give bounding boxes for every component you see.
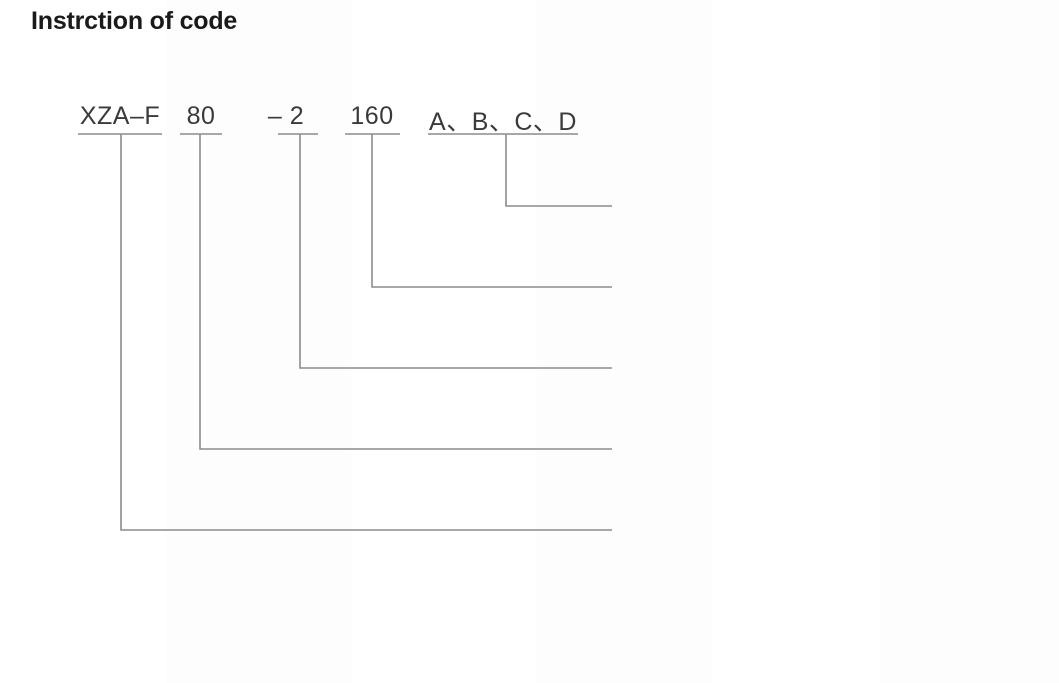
- page-title: Instrction of code: [31, 7, 238, 35]
- code-segment-performance-class: A、B、C、D: [429, 108, 577, 136]
- code-segment-discharge-diameter: 80: [186, 102, 216, 130]
- code-segment-series: XZA–F: [79, 102, 161, 130]
- leader-discharge-pipe-diameter: [199, 134, 612, 450]
- leader-line-group: [78, 133, 612, 531]
- leader-impeller-diameter: [371, 134, 612, 288]
- leader-company-code: [120, 134, 612, 531]
- leader-bearing-casing-number: [299, 134, 612, 369]
- code-segment-bearing-number: – 2: [267, 102, 305, 130]
- code-segment-impeller-diameter: 160: [350, 102, 394, 130]
- leader-performance-classification: [505, 134, 612, 207]
